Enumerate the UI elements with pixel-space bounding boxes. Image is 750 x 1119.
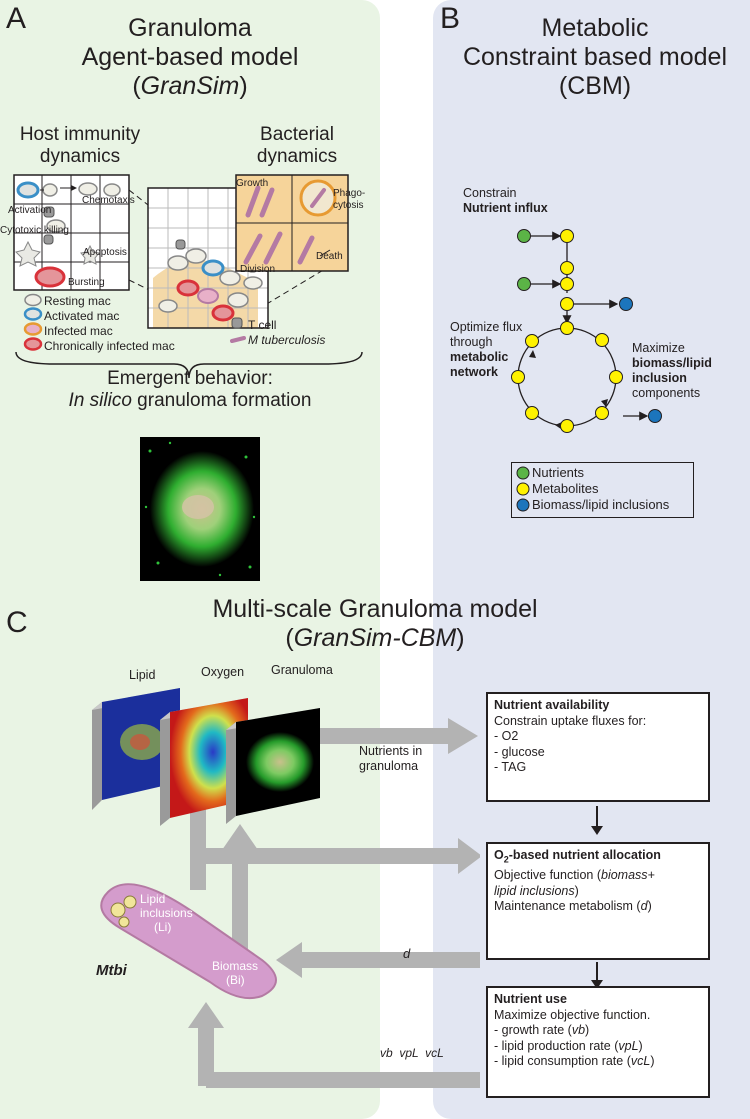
panel-b-title-line3: (CBM) [558, 72, 632, 100]
panel-a-legend-icons [23, 293, 43, 351]
panel-a-title-line1: Granuloma [128, 14, 252, 42]
down-arrow-2 [591, 962, 603, 989]
box-nutrient-availability: Nutrient availability Constrain uptake f… [486, 692, 710, 802]
label-growth: Growth [236, 178, 269, 189]
box4-title: Nutrient use [494, 992, 567, 1006]
label-apoptosis: Apoptosis [83, 247, 127, 258]
agent-grid-diagram [13, 174, 349, 329]
img-label-granuloma: Granuloma [271, 663, 333, 677]
panel-b-title-line1: Metabolic [541, 14, 649, 42]
legend-nutrients: Nutrients [532, 465, 585, 480]
panel-a-legend-right-icons [230, 317, 246, 343]
box4-growth: - growth rate (vb) [494, 1023, 590, 1037]
legend-m-tuberculosis: M tuberculosis [248, 333, 326, 347]
box4-lipid-production: - lipid production rate (vpL) [494, 1038, 643, 1053]
box2-objective: Objective function (biomass+ [494, 868, 655, 882]
box-nutrient-use: Nutrient use Maximize objective function… [486, 986, 710, 1098]
img-label-lipid: Lipid [129, 668, 156, 682]
legend-activated-mac: Activated mac [44, 309, 120, 323]
panel-b-letter: B [440, 2, 461, 35]
box-o2-allocation: O2-based nutrient allocation Objective f… [486, 842, 710, 960]
lipid-inclusions-label: Lipid inclusions (Li) [140, 892, 193, 934]
curly-brace [15, 351, 363, 379]
panel-a-legend: Resting mac Activated mac Infected mac C… [44, 294, 175, 354]
panel-b-title: Metabolic Constraint based model (CBM) [440, 14, 750, 101]
panel-a-title-line3: (GranSim) [132, 72, 248, 100]
legend-chronic-mac: Chronically infected mac [44, 339, 175, 353]
img-label-oxygen: Oxygen [201, 665, 245, 679]
label-activation: Activation [8, 205, 52, 216]
box2-title: O2-based nutrient allocation [494, 848, 661, 865]
box1-item-o2: - O2 [494, 729, 519, 743]
label-cytotoxic-killing: Cytotoxic killing [0, 225, 69, 236]
label-bursting: Bursting [68, 277, 105, 288]
box2-maintenance: Maintenance metabolism (d) [494, 899, 652, 913]
metabolic-network [511, 229, 662, 433]
arrow-v-label: vb vpL vcL [380, 1046, 444, 1060]
panel-b-legend-icons [516, 466, 530, 512]
emergent-behavior: Emergent behavior: In silico granuloma f… [68, 368, 312, 411]
panel-a-legend-right: T cell M tuberculosis [248, 318, 325, 348]
mtb-label: Mtbi [96, 962, 127, 979]
box1-item-tag: - TAG [494, 760, 527, 774]
panel-a-letter: A [6, 2, 27, 35]
box4-lipid-consumption: - lipid consumption rate (vcL) [494, 1054, 655, 1068]
panel-a-title: Granuloma Agent-based model (GranSim) [40, 14, 340, 101]
legend-resting-mac: Resting mac [44, 294, 111, 308]
legend-metabolites: Metabolites [532, 481, 599, 496]
box2-objective-cont: lipid inclusions) [494, 883, 579, 898]
down-arrow-1 [591, 806, 603, 835]
box1-item-glucose: - glucose [494, 744, 545, 759]
arrow-d-label: d [403, 946, 411, 961]
legend-t-cell: T cell [248, 318, 277, 332]
legend-infected-mac: Infected mac [44, 324, 113, 338]
panel-c-flow [92, 688, 480, 1088]
granuloma-image [140, 437, 260, 581]
label-division: Division [240, 264, 276, 275]
panel-c-title: Multi-scale Granuloma model (GranSim-CBM… [212, 595, 538, 652]
label-phagocytosis: Phago- cytosis [333, 188, 366, 211]
panel-b-legend: Nutrients Metabolites Biomass/lipid incl… [511, 462, 694, 518]
box1-title: Nutrient availability [494, 698, 610, 712]
box4-sub: Maximize objective function. [494, 1007, 651, 1022]
panel-b-legend-labels: Nutrients Metabolites Biomass/lipid incl… [532, 465, 669, 513]
box1-sub: Constrain uptake fluxes for: [494, 713, 647, 728]
panel-b-title-line2: Constraint based model [462, 43, 728, 71]
label-chemotaxis: Chemotaxis [82, 195, 135, 206]
panel-a-title-line2: Agent-based model [81, 43, 299, 71]
legend-biomass: Biomass/lipid inclusions [532, 497, 670, 512]
panel-c-letter: C [6, 606, 28, 639]
label-death: Death [316, 251, 343, 262]
biomass-label: Biomass (Bi) [212, 959, 259, 987]
